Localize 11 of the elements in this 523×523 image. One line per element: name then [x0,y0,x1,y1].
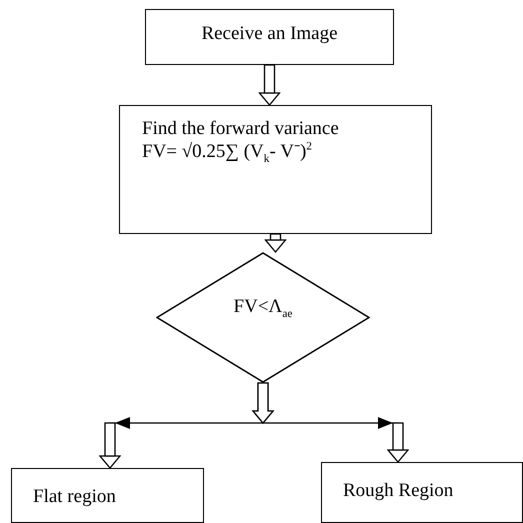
step-text: Receive an Image [201,23,338,46]
condition-text: FV<Λ$_{ae}$ [234,296,292,319]
formula-text: FV= √0.25∑ (V$_{k}$- V⁻)$^{2}$ [142,140,312,164]
step-text: Find the forward variance [142,118,339,141]
process-box [119,105,432,234]
decision-diamond [156,252,370,383]
process-box [145,9,394,65]
result-box [321,462,523,523]
step-text: Rough Region [343,480,454,503]
step-text: Flat region [33,486,116,509]
result-box [11,468,204,523]
